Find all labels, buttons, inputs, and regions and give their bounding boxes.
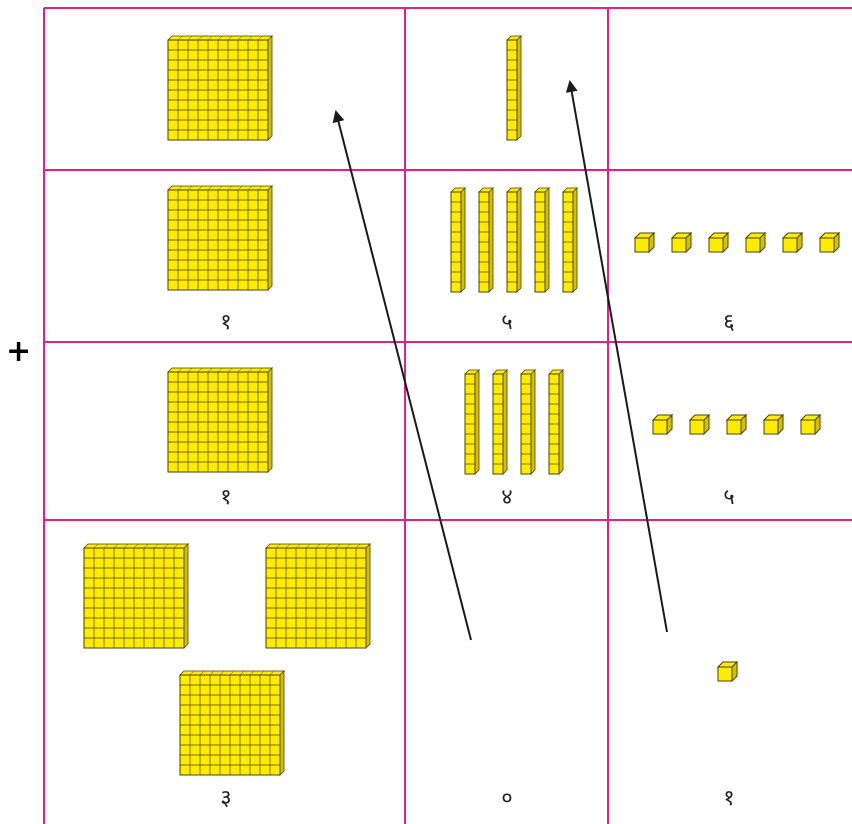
ones-cube <box>727 415 746 434</box>
ones-cube <box>672 233 691 252</box>
ones-cube <box>690 415 709 434</box>
ones-cube <box>718 662 737 681</box>
ones-cube <box>820 233 839 252</box>
digit-sum-tens: ० <box>501 782 512 812</box>
tens-rod <box>521 370 535 474</box>
tens-rod <box>549 370 563 474</box>
base-ten-blocks <box>84 36 839 775</box>
hundreds-flat <box>168 186 272 290</box>
digit-addend1-tens: ५ <box>501 306 512 336</box>
hundreds-flat <box>84 544 188 648</box>
tens-rod <box>535 188 549 292</box>
digit-addend1-ones: ६ <box>723 306 734 336</box>
plus-sign: + <box>6 334 31 369</box>
hundreds-flat <box>266 544 370 648</box>
ones-cube <box>653 415 672 434</box>
hundreds-flat <box>168 368 272 472</box>
digit-addend1-hundreds: १ <box>220 306 231 336</box>
carry-arrows <box>336 82 667 640</box>
digit-addend2-hundreds: १ <box>220 481 231 511</box>
hundreds-flat <box>168 36 272 140</box>
digit-sum-hundreds: ३ <box>220 782 231 812</box>
ones-cube <box>709 233 728 252</box>
tens-rod <box>493 370 507 474</box>
ones-cube <box>764 415 783 434</box>
digit-addend2-ones: ५ <box>723 481 734 511</box>
tens-rod <box>563 188 577 292</box>
carry-arrow-ones-to-tens <box>570 82 667 632</box>
digit-sum-ones: १ <box>723 782 734 812</box>
ones-cube <box>783 233 802 252</box>
ones-cube <box>801 415 820 434</box>
tens-rod <box>507 188 521 292</box>
ones-cube <box>635 233 654 252</box>
ones-cube <box>746 233 765 252</box>
tens-rod <box>479 188 493 292</box>
hundreds-flat <box>180 671 284 775</box>
tens-rod <box>465 370 479 474</box>
tens-rod <box>507 36 521 140</box>
digit-addend2-tens: ४ <box>501 481 512 511</box>
tens-rod <box>451 188 465 292</box>
